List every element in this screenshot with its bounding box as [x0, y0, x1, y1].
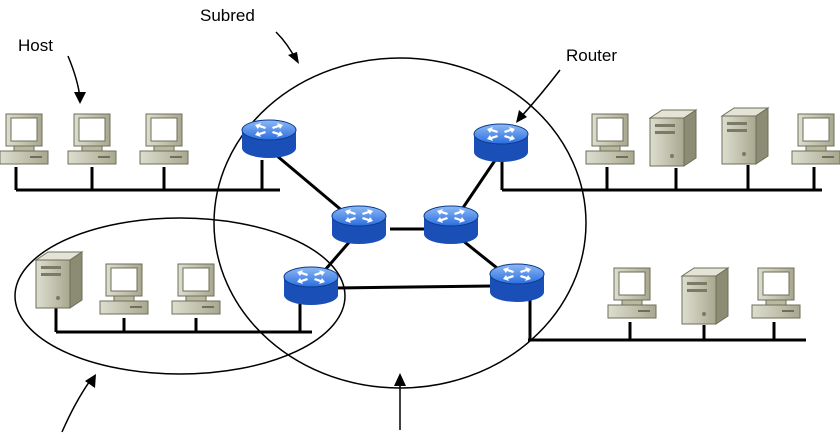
lan-ellipse-left: [14, 217, 346, 375]
server-tower-icon: [721, 107, 769, 165]
lan-buses: [14, 165, 822, 342]
router-icon: [241, 119, 297, 159]
desktop-computer-icon: [607, 267, 657, 319]
router-icon: [331, 205, 387, 245]
arrow-heads: [74, 52, 527, 388]
host-label: Host: [18, 36, 53, 55]
desktop-computer-icon: [0, 113, 49, 165]
desktop-computer-icon: [171, 263, 221, 315]
server-tower-icon: [35, 251, 83, 309]
desktop-computer-icon: [67, 113, 117, 165]
desktop-computer-icon: [791, 113, 840, 165]
router-icon: [489, 263, 545, 303]
server-tower-icon: [649, 109, 697, 167]
router-icon: [423, 205, 479, 245]
network-links: [260, 148, 532, 340]
desktop-computer-icon: [585, 113, 635, 165]
desktop-computer-icon: [99, 263, 149, 315]
router-label: Router: [566, 46, 617, 65]
router-icon: [283, 266, 339, 306]
desktop-computer-icon: [139, 113, 189, 165]
desktop-computer-icon: [751, 267, 801, 319]
router-icon: [473, 123, 529, 163]
subnet-label: Subred: [200, 6, 255, 25]
server-tower-icon: [681, 267, 729, 325]
